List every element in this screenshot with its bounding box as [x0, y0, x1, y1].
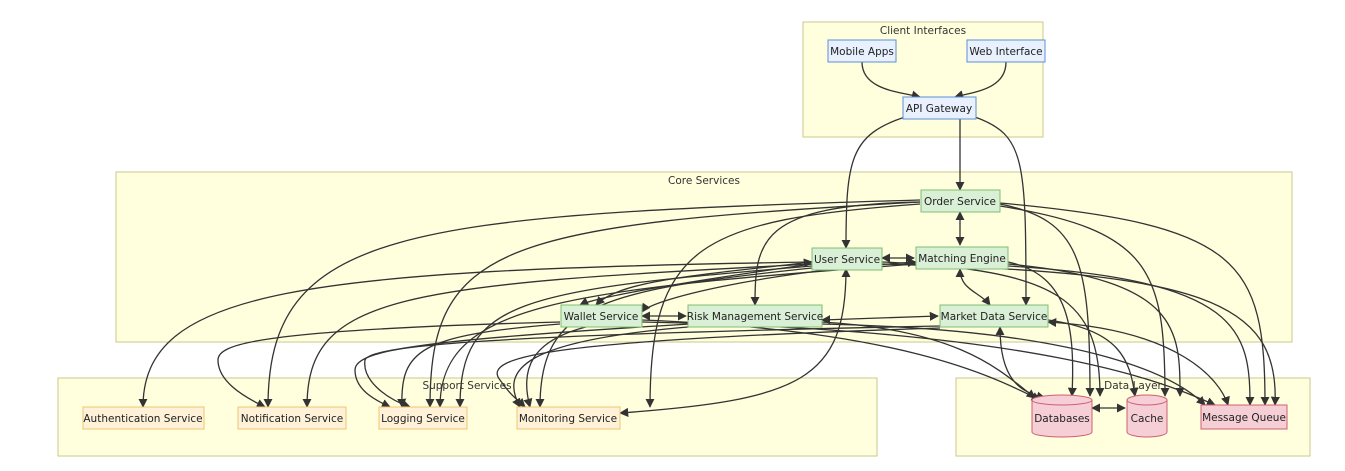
edge-matching-market [955, 268, 991, 306]
edge-web-gateway [954, 61, 1007, 100]
svg-text:API Gateway: API Gateway [906, 103, 972, 115]
node-order-service[interactable]: Order Service [920, 189, 1001, 213]
node-market-data-service[interactable]: Market Data Service [939, 304, 1049, 328]
node-risk-management-service[interactable]: Risk Management Service [687, 304, 823, 328]
node-user-service[interactable]: User Service [811, 247, 883, 271]
edge-matching-mq [1007, 265, 1255, 406]
edge-order-mq [999, 202, 1270, 406]
svg-text:Wallet Service: Wallet Service [564, 311, 639, 323]
edge-order-notify [263, 199, 921, 408]
node-databases[interactable]: Databases [1031, 394, 1093, 438]
node-mobile-apps[interactable]: Mobile Apps [827, 39, 897, 63]
node-api-gateway[interactable]: API Gateway [902, 96, 977, 120]
edge-risk-mq [821, 323, 1206, 406]
edge-wallet-logging [397, 323, 561, 408]
cluster-support-label: Support Services [422, 380, 511, 392]
cluster-client-interfaces: Client Interfaces [802, 21, 1044, 138]
cluster-client-label: Client Interfaces [880, 25, 966, 37]
node-monitoring-service[interactable]: Monitoring Service [516, 406, 621, 430]
edge-wallet-mq [641, 321, 1216, 406]
edge-gateway-market [974, 116, 1031, 306]
svg-text:User Service: User Service [814, 254, 880, 266]
edges [138, 61, 1280, 417]
edge-gateway-user [841, 116, 906, 249]
svg-text:Risk Management Service: Risk Management Service [687, 311, 823, 323]
svg-text:Order Service: Order Service [924, 196, 996, 208]
node-wallet-service[interactable]: Wallet Service [560, 304, 643, 328]
node-cache[interactable]: Cache [1126, 394, 1168, 438]
edge-user-auth [138, 261, 813, 408]
svg-text:Cache: Cache [1131, 413, 1164, 425]
node-logging-service[interactable]: Logging Service [378, 406, 468, 430]
edge-monitoring-user [619, 268, 851, 417]
svg-text:Monitoring Service: Monitoring Service [519, 413, 617, 425]
edge-wallet-notify [217, 321, 561, 408]
edge-market-mq [1047, 317, 1230, 406]
svg-text:Web Interface: Web Interface [969, 46, 1042, 58]
svg-text:Matching Engine: Matching Engine [918, 253, 1006, 265]
edge-risk-databases [821, 321, 1036, 399]
node-message-queue[interactable]: Message Queue [1200, 404, 1288, 430]
svg-text:Notification Service: Notification Service [241, 413, 343, 425]
node-notification-service[interactable]: Notification Service [237, 406, 347, 430]
node-matching-engine[interactable]: Matching Engine [915, 246, 1009, 270]
svg-text:Authentication Service: Authentication Service [83, 413, 202, 425]
svg-text:Logging Service: Logging Service [381, 413, 465, 425]
cluster-core-label: Core Services [668, 175, 740, 187]
node-web-interface[interactable]: Web Interface [966, 39, 1046, 63]
svg-text:Databases: Databases [1034, 413, 1090, 425]
edge-order-logging [425, 201, 921, 408]
svg-text:Mobile Apps: Mobile Apps [830, 46, 894, 58]
edge-mobile-gateway [861, 61, 921, 100]
svg-text:Market Data Service: Market Data Service [941, 311, 1048, 323]
node-authentication-service[interactable]: Authentication Service [82, 406, 205, 430]
svg-text:Message Queue: Message Queue [1202, 412, 1286, 424]
